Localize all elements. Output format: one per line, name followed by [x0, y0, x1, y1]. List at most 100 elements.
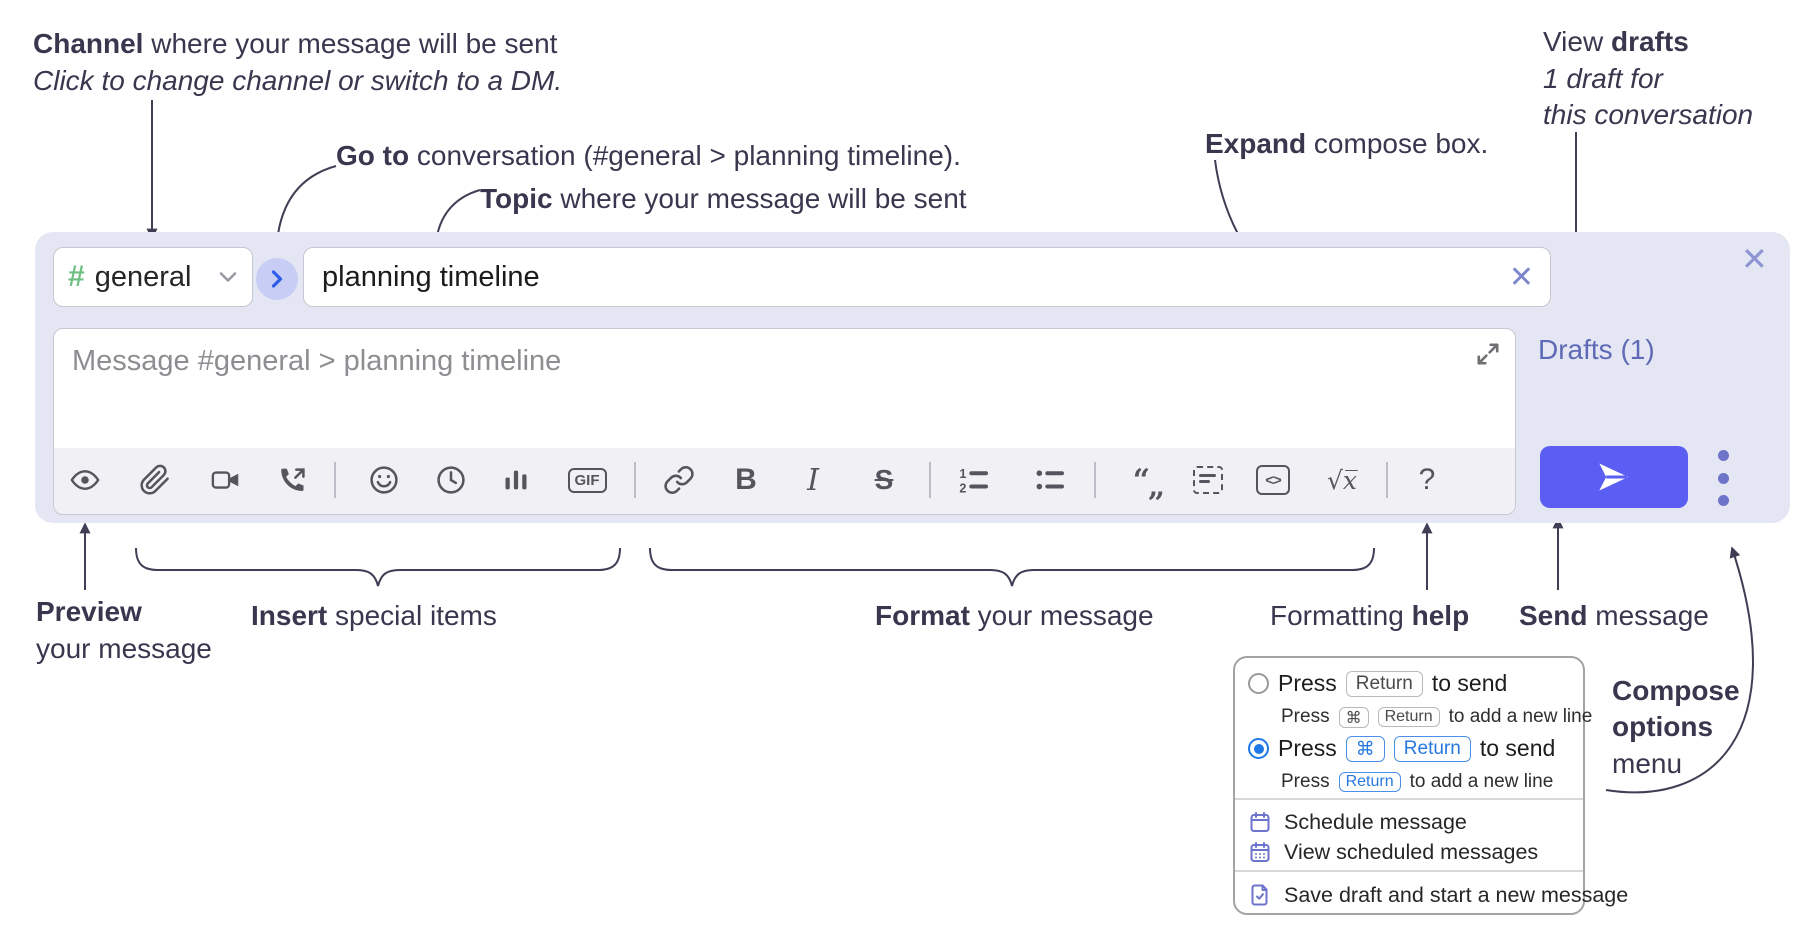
numbered-list-icon: 1 2 [959, 467, 988, 496]
poll-button[interactable] [486, 447, 546, 513]
drafts-annotation-sub2: this conversation [1543, 99, 1754, 130]
send-option-cmd-return[interactable]: Press ⌘ Return to send [1248, 735, 1555, 762]
formatting-help-annotation: Formatting help [1270, 600, 1470, 631]
bar-chart-icon [505, 470, 527, 490]
expand-annotation: Expand compose box. [1205, 128, 1489, 159]
bold-button[interactable]: B [716, 447, 776, 513]
spoiler-icon [1193, 466, 1223, 494]
phone-call-icon [281, 468, 305, 491]
format-annotation: Format your message [875, 600, 1154, 631]
close-compose-icon[interactable]: ✕ [1741, 241, 1768, 277]
message-input[interactable] [60, 335, 1454, 455]
strikethrough-icon: S [874, 464, 894, 495]
view-scheduled-messages-item[interactable]: View scheduled messages [1248, 836, 1538, 868]
numbered-list-button[interactable]: 1 2 [944, 447, 1004, 513]
topic-annotation: Topic where your message will be sent [480, 183, 967, 214]
italic-button[interactable]: I [783, 447, 843, 513]
preview-button[interactable] [55, 447, 115, 513]
code-button[interactable]: <> [1243, 447, 1303, 513]
radio-selected-icon[interactable] [1248, 738, 1269, 759]
return-key: Return [1393, 735, 1471, 762]
smiley-icon [370, 466, 398, 494]
link-button[interactable] [649, 447, 709, 513]
more-options-icon [1717, 450, 1729, 461]
channel-name: general [94, 260, 192, 293]
save-draft-icon [1251, 884, 1268, 906]
format-brace [649, 547, 1375, 587]
send-button[interactable] [1540, 446, 1688, 508]
quote-button[interactable]: “„ [1118, 447, 1178, 513]
question-mark-icon: ? [1418, 463, 1436, 496]
spoiler-button[interactable] [1178, 447, 1238, 513]
message-panel [53, 328, 1516, 515]
drafts-annotation: View drafts [1543, 26, 1689, 57]
hash-icon: # [68, 260, 85, 293]
link-icon [664, 466, 694, 494]
goto-annotation: Go to conversation (#general > planning … [336, 140, 961, 171]
send-option-cmd-return-sub: Press Return to add a new line [1281, 771, 1554, 792]
cmd-key: ⌘ [1338, 706, 1369, 728]
save-draft-item[interactable]: Save draft and start a new message [1248, 879, 1628, 911]
math-button[interactable]: √x̅ [1312, 447, 1372, 513]
toolbar-divider [634, 462, 636, 498]
schedule-message-item[interactable]: Schedule message [1248, 806, 1467, 838]
quote-icon: “„ [1132, 462, 1166, 504]
cmd-key: ⌘ [1345, 735, 1385, 762]
svg-text:1: 1 [959, 467, 966, 481]
insert-brace [135, 547, 621, 587]
compose-options-annotation: Compose options menu [1612, 675, 1740, 779]
paperclip-icon [140, 464, 169, 495]
return-key: Return [1338, 772, 1401, 792]
preview-annotation: Preview [36, 596, 142, 627]
chevron-right-icon [271, 270, 283, 288]
channel-selector[interactable]: # general [53, 247, 253, 307]
eye-icon [70, 470, 100, 490]
italic-icon: I [807, 462, 819, 498]
emoji-button[interactable] [354, 447, 414, 513]
svg-text:2: 2 [959, 482, 966, 496]
audio-call-button[interactable] [263, 447, 323, 513]
return-key: Return [1377, 707, 1440, 727]
drafts-annotation-sub1: 1 draft for [1543, 63, 1663, 94]
send-annotation: Send message [1519, 600, 1709, 631]
toolbar-divider [334, 462, 336, 498]
insert-annotation: Insert special items [251, 600, 497, 631]
topic-input-box: ✕ [303, 247, 1551, 307]
bulleted-list-icon [1036, 470, 1064, 490]
send-option-return[interactable]: Press Return to send [1248, 670, 1507, 697]
send-icon [1599, 463, 1629, 491]
video-call-button[interactable] [196, 447, 256, 513]
expand-compose-icon[interactable] [1475, 341, 1501, 372]
calendar-grid-icon [1250, 842, 1270, 862]
time-button[interactable] [421, 447, 481, 513]
goto-pointer-line [272, 165, 337, 244]
chevron-down-icon [219, 272, 237, 282]
compose-toolbar [54, 448, 1515, 514]
strikethrough-button[interactable]: S [854, 447, 914, 513]
radio-unselected-icon[interactable] [1248, 673, 1269, 694]
math-icon: √x̅ [1326, 465, 1358, 495]
preview-annotation-sub: your message [36, 633, 212, 664]
channel-annotation-sub: Click to change channel or switch to a D… [33, 65, 563, 96]
compose-box: # general ✕ ✕ Drafts (1) [35, 232, 1790, 523]
attach-file-button[interactable] [125, 447, 185, 513]
toolbar-divider [1094, 462, 1096, 498]
compose-options-menu: Press Return to send Press ⌘ Return to a… [1233, 656, 1628, 915]
video-camera-icon [211, 471, 239, 489]
gif-button[interactable]: GIF [557, 447, 617, 513]
formatting-help-button[interactable]: ? [1397, 447, 1457, 513]
topic-input[interactable] [304, 260, 1493, 294]
menu-divider [1235, 798, 1583, 800]
go-to-conversation-button[interactable] [256, 258, 298, 300]
compose-options-button[interactable] [1708, 450, 1738, 506]
drafts-link[interactable]: Drafts (1) [1538, 334, 1655, 365]
toolbar-divider [929, 462, 931, 498]
menu-divider [1235, 870, 1583, 872]
clear-topic-icon[interactable]: ✕ [1493, 260, 1550, 295]
calendar-icon [1250, 812, 1270, 832]
bulleted-list-button[interactable] [1020, 447, 1080, 513]
toolbar-divider [1386, 462, 1388, 498]
clock-icon [437, 466, 465, 494]
return-key: Return [1345, 670, 1423, 697]
